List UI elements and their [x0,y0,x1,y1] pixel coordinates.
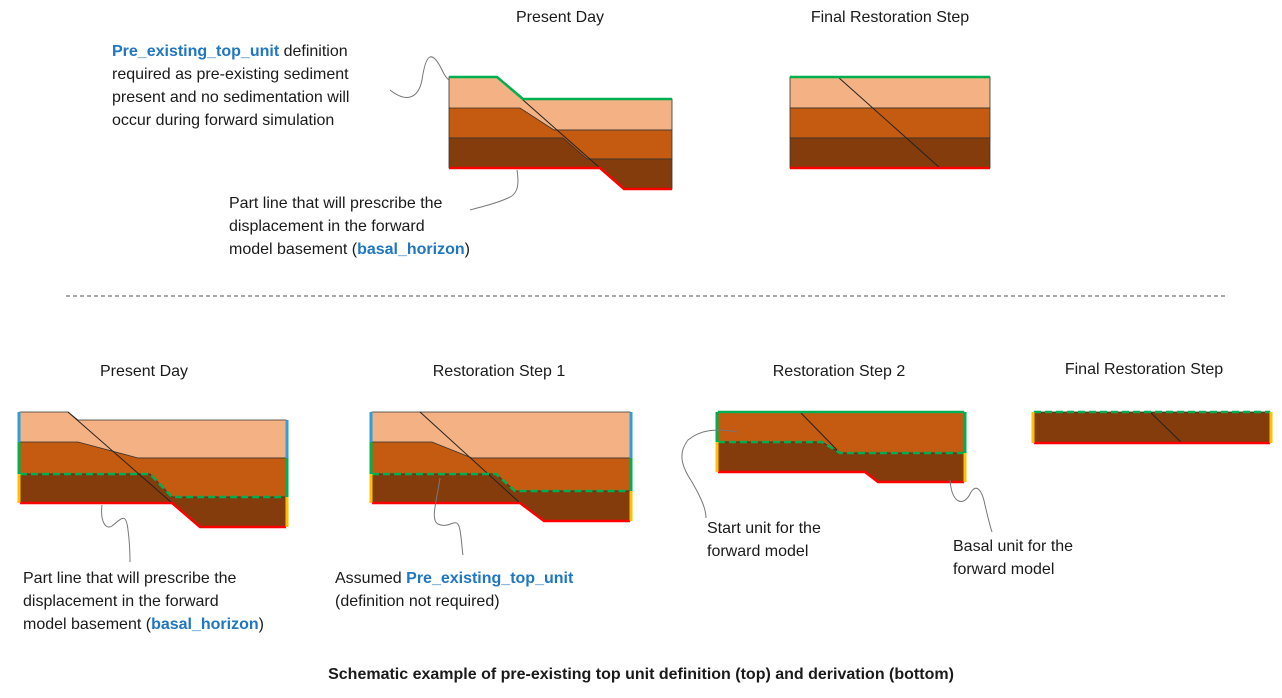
top-final-step-title: Final Restoration Step [810,9,970,26]
basement-red [20,501,286,529]
fault-line [1149,411,1183,444]
top-part-line-note: Part line that will prescribe the displa… [229,192,470,261]
fault-line [799,411,841,454]
note-line: Basal unit for the [953,538,1074,555]
basement-red [449,166,672,191]
note-line: required as pre-existing sediment [112,66,349,83]
bottom-step2-section [681,410,993,533]
note-line: model basement (basal_horizon) [229,238,470,261]
keyword: basal_horizon [357,241,465,258]
leader-line [389,56,450,98]
keyword: basal_horizon [151,616,259,633]
bottom-final-step-section [1031,410,1273,445]
fault-line [67,411,173,504]
bottom-step1-title: Restoration Step 1 [432,363,566,380]
pre-existing-note: Pre_existing_top_unit definition require… [112,40,349,132]
fault-line [419,411,521,504]
bottom-part-line-note: Part line that will prescribe the displa… [23,567,264,636]
note-text: definition [279,43,348,60]
note-text: ) [258,616,264,633]
note-line: Part line that will prescribe the [229,195,443,212]
top-present-day-title: Present Day [515,9,605,26]
bottom-final-step-title: Final Restoration Step [1064,361,1224,378]
pre-existing-top-green-dashed [718,440,964,455]
note-line: Assumed Pre_existing_top_unit [335,567,573,590]
bottom-present-day-section [17,411,289,563]
pre-existing-top-green-dashed [372,472,630,493]
leader-line [101,504,131,563]
note-line: Start unit for the [707,520,821,537]
note-line: occur during forward simulation [112,112,335,129]
bottom-step1-section [369,411,633,556]
note-text: Assumed [335,570,407,587]
unit-dark [1033,411,1271,444]
leader-line [469,169,519,211]
note-text: ) [464,241,470,258]
note-text: model basement ( [23,616,152,633]
note-line: present and no sedimentation will [112,89,350,106]
basal-unit-note: Basal unit for the forward model [953,535,1073,581]
leader-line [949,479,993,533]
figure-caption: Schematic example of pre-existing top un… [328,666,954,683]
note-line: model basement (basal_horizon) [23,613,264,636]
note-line: Part line that will prescribe the [23,570,237,587]
note-line: Pre_existing_top_unit definition [112,40,349,63]
top-final-step-section [789,75,991,170]
note-line: displacement in the forward [229,218,425,235]
top-horizon-green [449,75,672,101]
top-present-day-section [389,56,673,211]
note-line: forward model [953,561,1055,578]
basement-red [372,501,630,523]
bottom-present-day-title: Present Day [99,363,189,380]
leader-line [681,429,739,519]
basement-red [718,470,964,484]
unit-dark [789,137,991,169]
unit-light [789,76,991,109]
assumed-note: Assumed Pre_existing_top_unit (definitio… [335,567,573,613]
leader-line [433,477,464,556]
start-unit-note: Start unit for the forward model [707,517,821,563]
fault-line [837,76,941,169]
note-line: (definition not required) [335,593,500,610]
note-line: displacement in the forward [23,593,219,610]
keyword: Pre_existing_top_unit [406,570,574,587]
bottom-step2-title: Restoration Step 2 [772,363,906,380]
keyword: Pre_existing_top_unit [112,43,280,60]
note-text: model basement ( [229,241,358,258]
pre-existing-top-green-dashed [20,472,286,499]
note-line: forward model [707,543,809,560]
